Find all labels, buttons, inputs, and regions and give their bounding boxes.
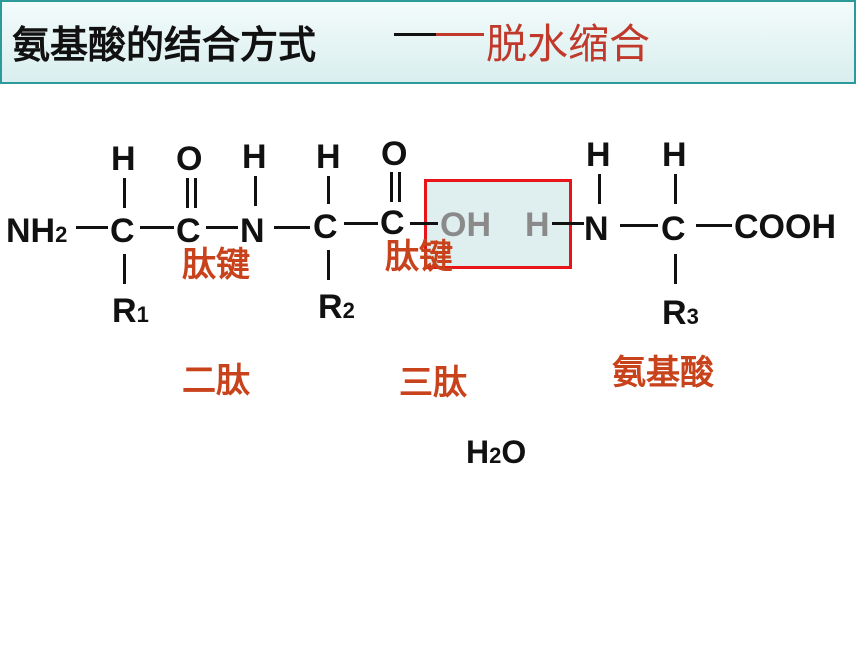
bond-c5-cooh [696, 224, 732, 227]
carbon-2-oxygen: O [176, 140, 203, 178]
page-subtitle: 脱水缩合 [486, 20, 650, 68]
r3-group: R3 [662, 294, 699, 332]
amino-acid-label: 氨基酸 [612, 353, 714, 393]
nitrogen-2: N [584, 210, 609, 248]
bond-n1-h [254, 176, 257, 206]
bond-c3-r2 [327, 250, 330, 280]
double-bond-c2-o-b [194, 178, 197, 208]
nh2-group: NH2 [6, 212, 68, 250]
nitrogen-1: N [240, 212, 265, 250]
nitrogen-1-hydrogen: H [242, 138, 267, 176]
bond-c1-c2 [140, 226, 174, 229]
carbon-1-hydrogen: H [111, 140, 136, 178]
title-dash [394, 33, 436, 36]
bond-c4-oh [410, 222, 438, 225]
water-molecule: H2O [466, 434, 527, 470]
title-dash-red [436, 33, 484, 36]
bond-h-n2 [552, 222, 584, 225]
page-title: 氨基酸的结合方式 [12, 23, 317, 67]
bond-c5-r3 [674, 254, 677, 284]
double-bond-c4-o-a [390, 172, 393, 202]
bond-n1-c3 [274, 226, 310, 229]
double-bond-c2-o-a [186, 178, 189, 208]
bond-c2-n1 [206, 226, 238, 229]
bond-nh2-c1 [76, 226, 108, 229]
title-bar: 氨基酸的结合方式 脱水缩合 [0, 0, 856, 84]
double-bond-c4-o-b [398, 172, 401, 202]
carbon-1: C [110, 212, 135, 250]
amino-hydrogen: H [525, 206, 550, 244]
bond-c5-h [674, 174, 677, 204]
r1-group: R1 [112, 292, 149, 330]
bond-n2-c5 [620, 224, 658, 227]
carboxyl-group: COOH [734, 208, 836, 246]
carbon-3-hydrogen: H [316, 138, 341, 176]
carbon-2: C [176, 212, 201, 250]
peptide-bond-label-2: 肽键 [385, 237, 453, 277]
nitrogen-2-hydrogen: H [586, 136, 611, 174]
carbon-4-oxygen: O [381, 135, 408, 173]
bond-c3-c4 [344, 222, 378, 225]
carbon-5-hydrogen: H [662, 136, 687, 174]
carbon-4: C [380, 204, 405, 242]
tripeptide-label: 三肽 [399, 363, 467, 403]
bond-c1-h [123, 178, 126, 208]
bond-c1-r1 [123, 254, 126, 284]
carbon-3: C [313, 208, 338, 246]
bond-c3-h [327, 176, 330, 204]
bond-n2-h [598, 174, 601, 204]
dipeptide-label: 二肽 [182, 361, 250, 401]
hydroxyl-group: OH [440, 206, 491, 244]
peptide-bond-label-1: 肽键 [182, 245, 250, 285]
r2-group: R2 [318, 288, 355, 326]
dehydration-box [424, 179, 572, 269]
carbon-5: C [661, 210, 686, 248]
